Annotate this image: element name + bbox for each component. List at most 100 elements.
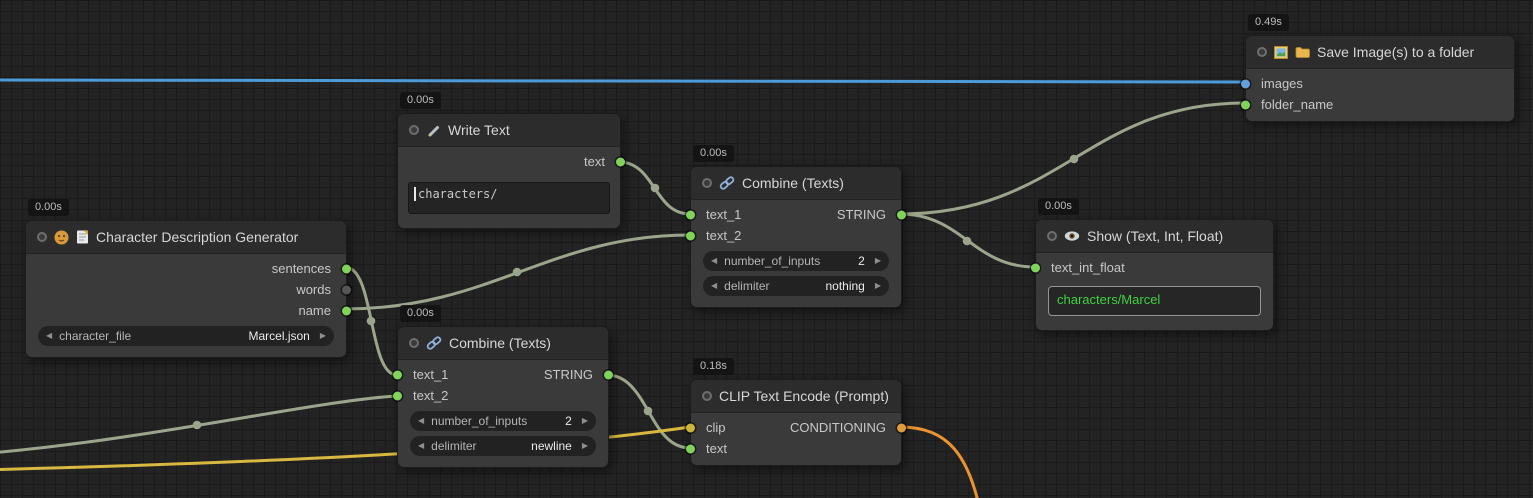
input-label: clip [706, 420, 726, 435]
output-port-name[interactable] [342, 306, 351, 315]
decrement-arrow-icon[interactable]: ◀ [46, 326, 52, 346]
node-title-bar[interactable]: Save Image(s) to a folder [1246, 36, 1514, 69]
node-clip-text-encode[interactable]: 0.18s CLIP Text Encode (Prompt) clip CON… [690, 379, 902, 466]
collapse-dot[interactable] [37, 232, 47, 242]
node-title-bar[interactable]: Combine (Texts) [398, 327, 608, 360]
node-title: CLIP Text Encode (Prompt) [719, 388, 889, 404]
output-label: STRING [837, 207, 886, 222]
decrement-arrow-icon[interactable]: ◀ [418, 436, 424, 456]
output-port-words[interactable] [342, 285, 351, 294]
node-title: Show (Text, Int, Float) [1087, 228, 1223, 244]
collapse-dot[interactable] [409, 338, 419, 348]
link-midpoint-dot [513, 268, 522, 277]
node-save-images-to-folder[interactable]: 0.49s Save Image(s) to a folder images f… [1245, 35, 1515, 122]
link-midpoint-dot [651, 184, 660, 193]
node-title-bar[interactable]: Write Text [398, 114, 620, 147]
node-title: Save Image(s) to a folder [1317, 44, 1474, 60]
widget-delimiter[interactable]: ◀ delimiter nothing ▶ [703, 276, 889, 296]
execution-time-badge: 0.00s [28, 199, 69, 216]
input-port-clip[interactable] [686, 423, 695, 432]
node-title: Write Text [448, 122, 510, 138]
link-midpoint-dot [193, 421, 202, 430]
node-title-bar[interactable]: Show (Text, Int, Float) [1036, 220, 1273, 253]
output-label: CONDITIONING [790, 420, 886, 435]
execution-time-badge: 0.00s [693, 145, 734, 162]
input-label: text_1 [413, 367, 448, 382]
input-port-text1[interactable] [686, 210, 695, 219]
increment-arrow-icon[interactable]: ▶ [320, 326, 326, 346]
widget-number-of-inputs[interactable]: ◀ number_of_inputs 2 ▶ [410, 411, 596, 431]
decrement-arrow-icon[interactable]: ◀ [418, 411, 424, 431]
memo-icon [76, 230, 89, 244]
widget-delimiter[interactable]: ◀ delimiter newline ▶ [410, 436, 596, 456]
decrement-arrow-icon[interactable]: ◀ [711, 251, 717, 271]
increment-arrow-icon[interactable]: ▶ [875, 251, 881, 271]
widget-value: newline [531, 439, 572, 453]
execution-time-badge: 0.00s [400, 92, 441, 109]
output-port-sentences[interactable] [342, 264, 351, 273]
chain-link-icon [426, 336, 442, 350]
collapse-dot[interactable] [1047, 231, 1057, 241]
link-image-to-save[interactable] [0, 80, 1245, 82]
link-midpoint-dot [644, 407, 653, 416]
node-write-text[interactable]: 0.00s Write Text text characters/ [397, 113, 621, 229]
input-label: images [1261, 76, 1303, 91]
node-title: Combine (Texts) [449, 335, 551, 351]
collapse-dot[interactable] [702, 178, 712, 188]
input-port-text2[interactable] [393, 391, 402, 400]
node-title-bar[interactable]: Combine (Texts) [691, 167, 901, 200]
input-label: text_2 [706, 228, 741, 243]
output-port-string[interactable] [897, 210, 906, 219]
widget-value: 2 [858, 254, 865, 268]
input-port-text2[interactable] [686, 231, 695, 240]
execution-time-badge: 0.18s [693, 358, 734, 375]
increment-arrow-icon[interactable]: ▶ [875, 276, 881, 296]
link-midpoint-dot [1070, 155, 1079, 164]
collapse-dot[interactable] [1257, 47, 1267, 57]
node-title-bar[interactable]: Character Description Generator [26, 221, 346, 254]
node-title-bar[interactable]: CLIP Text Encode (Prompt) [691, 380, 901, 413]
execution-time-badge: 0.00s [400, 305, 441, 322]
pen-icon [426, 123, 441, 138]
image-icon [1274, 46, 1288, 59]
input-label: text [706, 441, 727, 456]
execution-time-badge: 0.00s [1038, 198, 1079, 215]
text-cursor [414, 187, 416, 201]
widget-label: character_file [59, 329, 131, 343]
decrement-arrow-icon[interactable]: ◀ [711, 276, 717, 296]
monkey-face-icon [54, 230, 69, 245]
node-combine-texts-bottom[interactable]: 0.00s Combine (Texts) text_1 STRING text… [397, 326, 609, 468]
link-conditioning-output[interactable] [900, 427, 982, 498]
widget-label: number_of_inputs [724, 254, 820, 268]
input-port-folder-name[interactable] [1241, 100, 1250, 109]
eye-icon [1064, 230, 1080, 242]
widget-label: delimiter [724, 279, 769, 293]
output-port-string[interactable] [604, 370, 613, 379]
show-value-box[interactable]: characters/Marcel [1048, 286, 1261, 316]
node-character-description-generator[interactable]: 0.00s Character Description Generator se… [25, 220, 347, 358]
chain-link-icon [719, 176, 735, 190]
widget-value: 2 [565, 414, 572, 428]
output-label: name [298, 303, 331, 318]
node-show-text-int-float[interactable]: 0.00s Show (Text, Int, Float) text_int_f… [1035, 219, 1274, 331]
output-label: sentences [272, 261, 331, 276]
widget-character-file[interactable]: ◀ character_file Marcel.json ▶ [38, 326, 334, 346]
input-port-text1[interactable] [393, 370, 402, 379]
input-port-text[interactable] [686, 444, 695, 453]
increment-arrow-icon[interactable]: ▶ [582, 436, 588, 456]
text-input-area[interactable]: characters/ [408, 182, 610, 214]
widget-value: nothing [825, 279, 864, 293]
link-midpoint-dot [963, 237, 972, 246]
widget-label: delimiter [431, 439, 476, 453]
input-port-text-int-float[interactable] [1031, 263, 1040, 272]
collapse-dot[interactable] [702, 391, 712, 401]
execution-time-badge: 0.49s [1248, 14, 1289, 31]
widget-number-of-inputs[interactable]: ◀ number_of_inputs 2 ▶ [703, 251, 889, 271]
collapse-dot[interactable] [409, 125, 419, 135]
output-port-conditioning[interactable] [897, 423, 906, 432]
input-port-images[interactable] [1241, 79, 1250, 88]
node-combine-texts-top[interactable]: 0.00s Combine (Texts) text_1 STRING text… [690, 166, 902, 308]
increment-arrow-icon[interactable]: ▶ [582, 411, 588, 431]
output-port-text[interactable] [616, 157, 625, 166]
